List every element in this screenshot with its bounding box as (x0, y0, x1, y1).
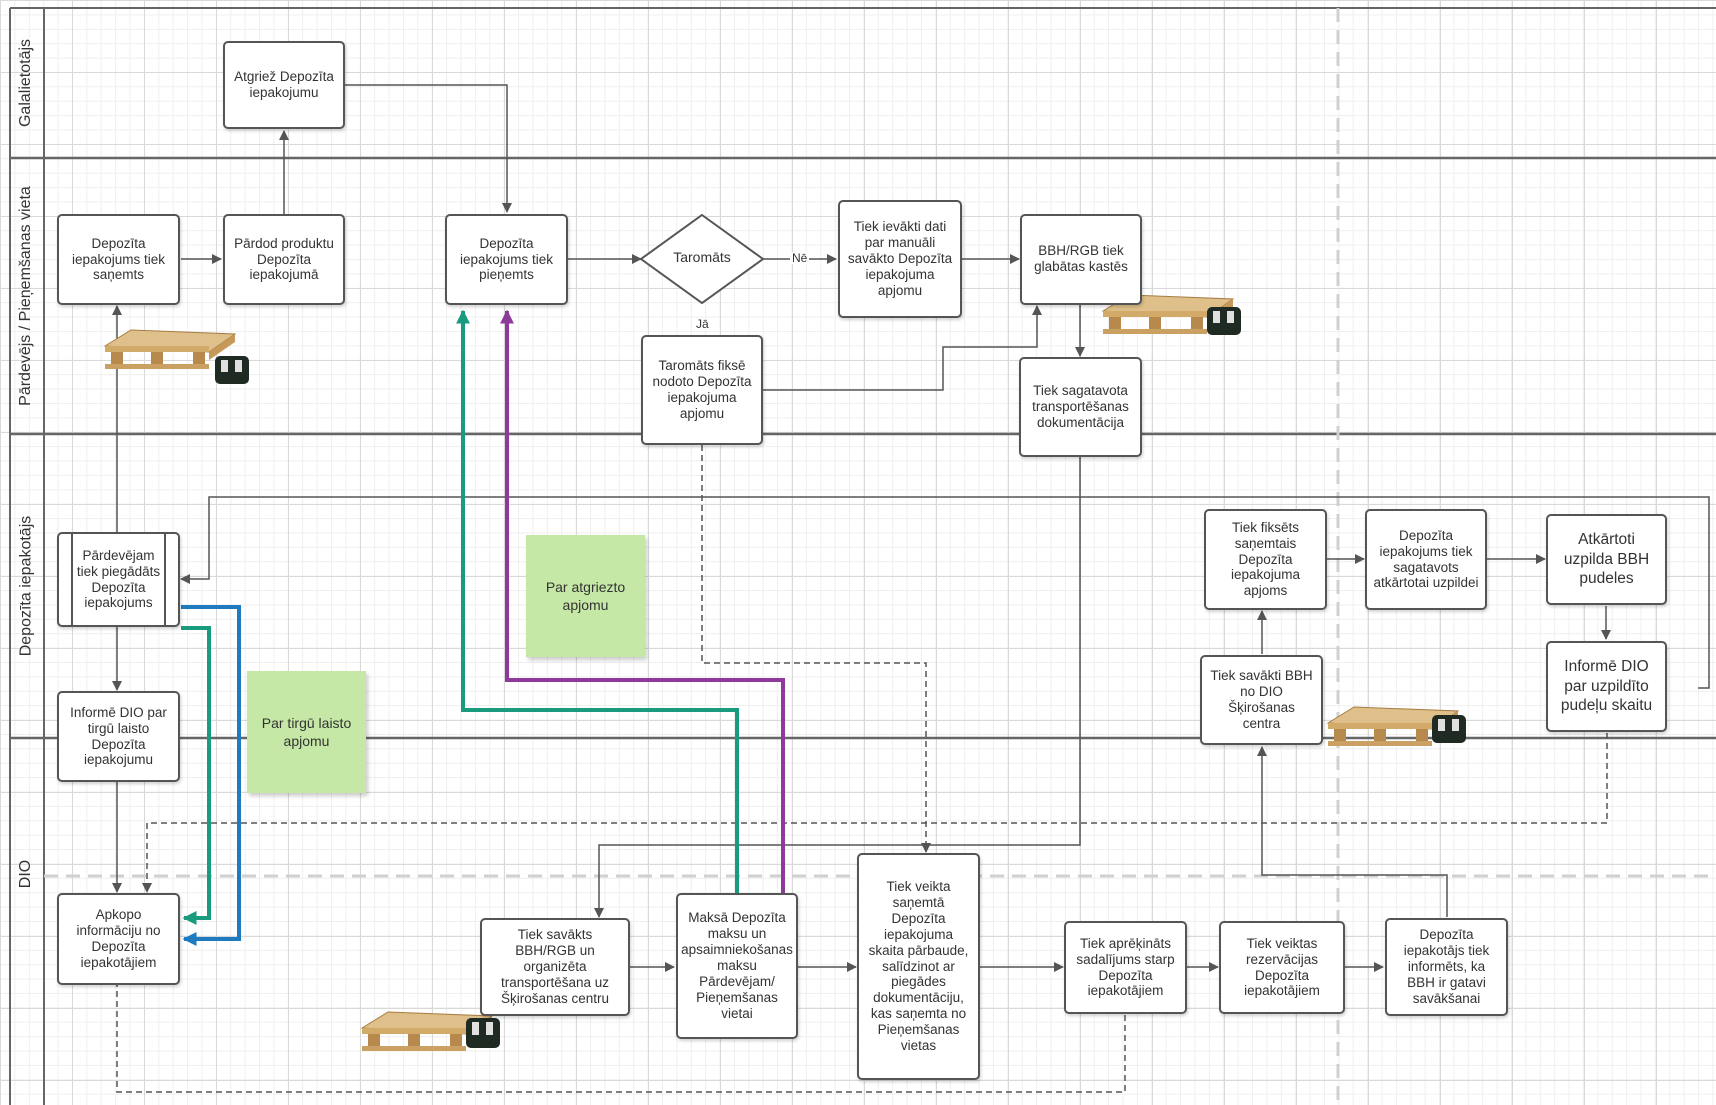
edge-label-yes: Jā (694, 317, 711, 331)
purple-connector-payment (500, 309, 785, 893)
process-tiek-aprekinats-sadalijums: Tiek aprēķināts sadalījums starp Depozīt… (1064, 921, 1187, 1014)
decision-diamond-taromats (639, 213, 765, 305)
process-sagatavots-uzpildei: Depozīta iepakojums tiek sagatavots atkā… (1365, 509, 1487, 610)
process-pardevejam-piegadats: Pārdevējam tiek piegādāts Depozīta iepak… (57, 532, 180, 627)
teal-connector-report (181, 626, 211, 925)
process-informe-dio-tirgu: Informē DIO par tirgū laisto Depozīta ie… (57, 691, 180, 782)
process-atgriez-iepakojumu: Atgriež Depozīta iepakojumu (223, 41, 345, 129)
process-bbh-rgb-glabatas: BBH/RGB tiek glabātas kastēs (1020, 214, 1142, 305)
process-tiek-ievakti-dati: Tiek ievākti dati par manuāli savākto De… (838, 200, 962, 318)
process-tiek-savakts-bbh: Tiek savākts BBH/RGB un organizēta trans… (480, 918, 630, 1016)
sticky-note-atgriezto-apjomu: Par atgriezto apjomu (526, 535, 645, 657)
teal-connector-payment (456, 309, 739, 893)
pallet-with-crate-icon (103, 329, 249, 384)
process-apkopo-informaciju: Apkopo informāciju no Depozīta iepakotāj… (57, 893, 180, 985)
sticky-note-tirgu-laisto-apjomu: Par tirgū laisto apjomu (247, 671, 366, 793)
process-tiek-fiksets-apjoms: Tiek fiksēts saņemtais Depozīta iepakoju… (1204, 509, 1327, 610)
process-iepakotajs-informets: Depozīta iepakotājs tiek informēts, ka B… (1385, 918, 1508, 1016)
solid-connectors (112, 84, 1710, 972)
process-taromats-fikse: Taromāts fiksē nodoto Depozīta iepakojum… (641, 335, 763, 445)
process-informe-dio-uzpildito: Informē DIO par uzpildīto pudeļu skaitu (1546, 641, 1667, 732)
process-tiek-veikta-parbaude: Tiek veikta saņemtā Depozīta iepakojuma … (857, 853, 980, 1080)
process-tiek-savakti-bbh-no-dio: Tiek savākti BBH no DIO Šķirošanas centr… (1200, 655, 1323, 745)
process-pardod-produktu: Pārdod produktu Depozīta iepakojumā (223, 214, 345, 305)
process-iepakojums-pienemts: Depozīta iepakojums tiek pieņemts (445, 214, 568, 305)
process-depozita-iepakojums-sanemts: Depozīta iepakojums tiek saņemts (57, 214, 180, 305)
pallet-with-crate-icon (360, 1011, 500, 1051)
process-atkartoti-uzpilda: Atkārtoti uzpilda BBH pudeles (1546, 514, 1667, 605)
dashed-connectors (112, 445, 1608, 1093)
process-transportesanas-dokumentacija: Tiek sagatavota transportēšanas dokument… (1019, 357, 1142, 457)
pallet-with-crate-icon (1326, 706, 1466, 746)
process-tiek-veiktas-rezervacijas: Tiek veiktas rezervācijas Depozīta iepak… (1219, 921, 1345, 1014)
blue-connector-report (181, 605, 241, 946)
decision-taromats: Taromāts (673, 249, 731, 265)
process-maksa-depozita-maksu: Maksā Depozīta maksu un apsaimniekošanas… (676, 893, 798, 1039)
edge-label-no: Nē (790, 251, 810, 265)
